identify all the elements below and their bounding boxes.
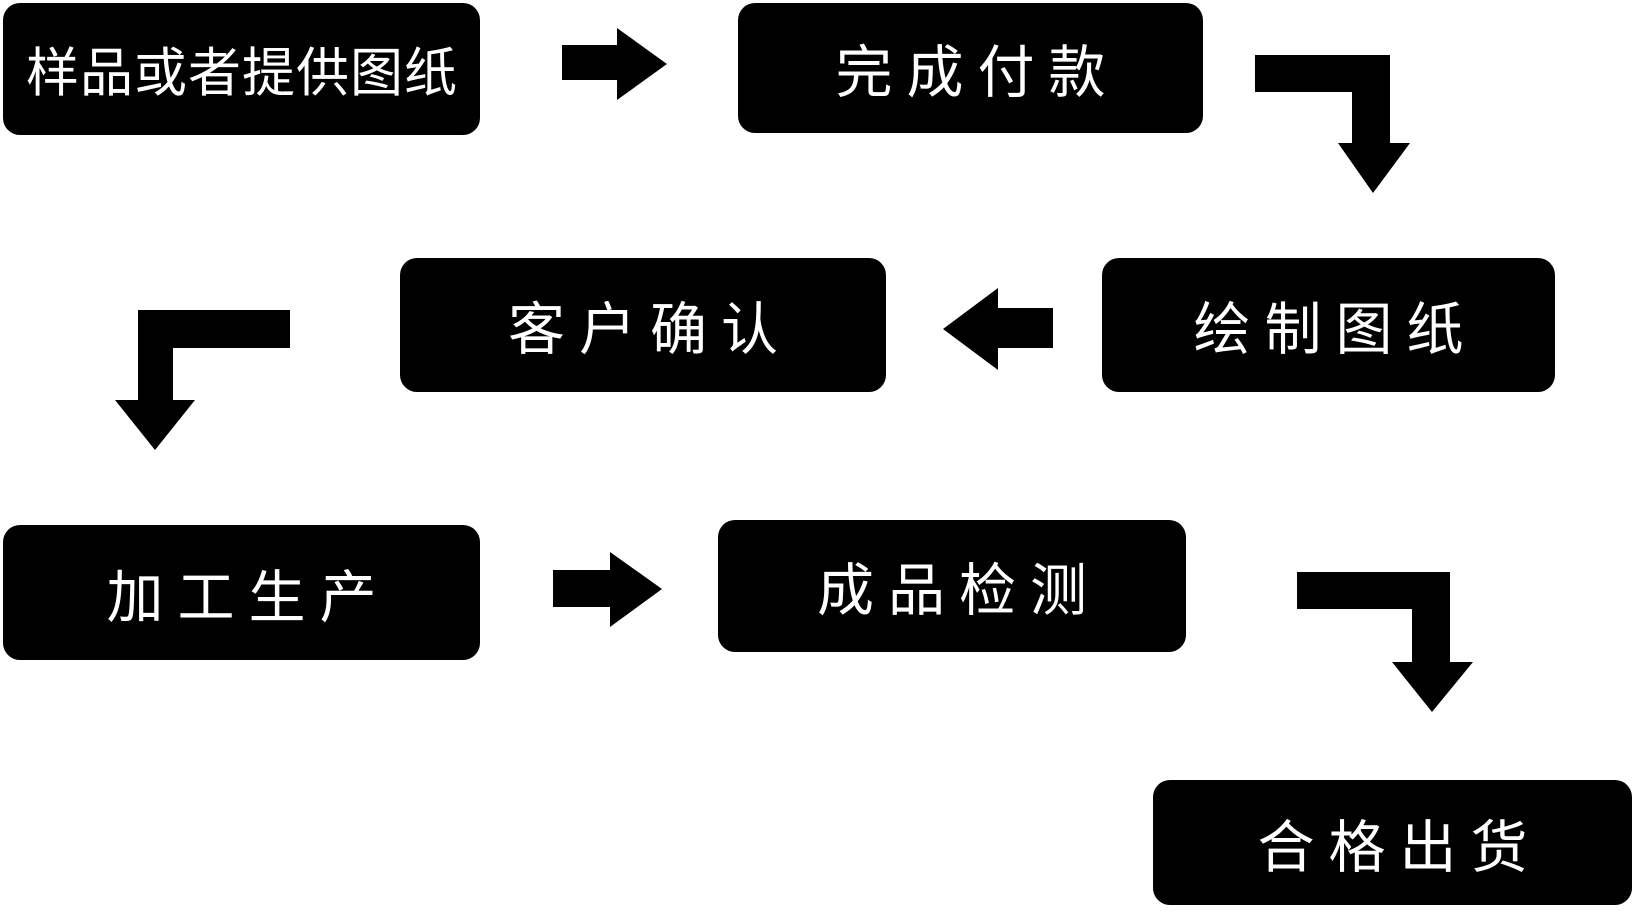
arrow-elbow-down-icon — [1297, 572, 1473, 712]
flow-node-production: 加工生产 — [3, 525, 480, 660]
flow-node-payment: 完成付款 — [738, 3, 1203, 133]
flow-node-customer-confirm: 客户确认 — [400, 258, 886, 392]
arrow-left-icon — [943, 288, 1053, 370]
flow-node-draw-drawings: 绘制图纸 — [1102, 258, 1555, 392]
flow-node-qualified-shipment: 合格出货 — [1153, 780, 1632, 905]
arrow-elbow-down-icon — [1255, 55, 1410, 193]
arrow-right-icon — [553, 552, 662, 627]
arrow-right-icon — [562, 28, 667, 100]
flow-node-product-inspection: 成品检测 — [718, 520, 1186, 652]
arrow-elbow-down-icon — [115, 310, 290, 450]
flow-node-sample-or-drawing: 样品或者提供图纸 — [3, 3, 480, 135]
